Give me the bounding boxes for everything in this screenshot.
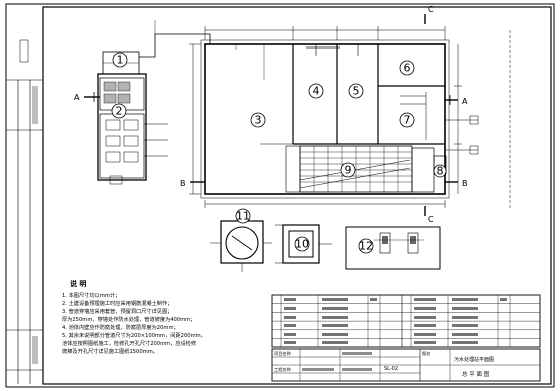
note-line: 5. 其余未说明部分管道尺寸为200×100mm，间距200mm，: [62, 331, 206, 339]
inner-frame: [42, 6, 552, 385]
left-margin-strip: [5, 4, 43, 387]
pipe-route: [139, 20, 211, 58]
label-7: 7: [404, 114, 411, 127]
section-a-right: A: [462, 97, 468, 106]
title-block: 项目名称 工程名称 图名 污水处理站平面图 总 平 面 图 SL-02: [271, 348, 541, 382]
section-c-top: C: [428, 5, 434, 14]
section-b-left: B: [180, 179, 186, 188]
note-line: 1. 本图尺寸均以mm计；: [62, 291, 120, 299]
label-5: 5: [353, 85, 360, 98]
label-4: 4: [313, 85, 320, 98]
drawing-number: SL-02: [384, 366, 398, 372]
section-a-left: A: [74, 93, 80, 102]
label-12: 12: [359, 240, 373, 253]
dimension-lines: [189, 26, 511, 210]
label-1: 1: [117, 54, 124, 67]
note-line: 爬梯及开孔尺寸详见施工图纸1500mm。: [62, 347, 158, 355]
label-2: 2: [116, 105, 123, 118]
note-line: 池体应按照图纸施工，检修孔开孔尺寸200mm，应设检修: [62, 339, 197, 347]
main-tank: [200, 39, 479, 199]
notes-block: 说 明 1. 本图尺寸均以mm计； 2. 土建设备预埋施工时应采用钢筋混凝土制作…: [62, 279, 206, 355]
item-11-well: [210, 220, 272, 272]
drawing-title: 污水处理站平面图: [454, 356, 494, 363]
label-10: 10: [295, 238, 309, 251]
note-line: 3. 管道穿墙应采用套管，预留洞口尺寸详见图；: [62, 307, 172, 315]
label-9: 9: [345, 164, 352, 177]
title-field-project: 项目名称: [274, 350, 291, 357]
equipment-room: [97, 51, 168, 185]
title-field-work: 工程名称: [274, 366, 291, 373]
notes-heading: 说 明: [70, 279, 86, 288]
label-8: 8: [437, 165, 444, 178]
note-line: 厚为250mm，穿墙处作防水处理，管道坡度为400mm；: [62, 315, 195, 323]
section-markers: A A B B C C: [74, 5, 468, 224]
section-cut-lines: [84, 14, 458, 216]
section-c-bottom: C: [428, 215, 434, 224]
item-12-pump-pit: [345, 226, 441, 270]
label-6: 6: [404, 62, 411, 75]
item-10-tank: [275, 224, 332, 264]
component-labels: 1 2 3 4 5 6 7 8 9 10 11 12: [111, 52, 447, 254]
equipment-schedule-table: [271, 294, 541, 348]
label-3: 3: [255, 114, 262, 127]
note-line: 2. 土建设备预埋施工时应采用钢筋混凝土制作；: [62, 299, 172, 307]
note-line: 4. 池体内壁应作防腐处理，防腐层厚度为20mm；: [62, 323, 179, 331]
drawing-subtitle: 总 平 面 图: [462, 370, 490, 378]
label-11: 11: [236, 210, 250, 223]
section-b-right: B: [462, 179, 468, 188]
title-field-name: 图名: [422, 350, 430, 357]
